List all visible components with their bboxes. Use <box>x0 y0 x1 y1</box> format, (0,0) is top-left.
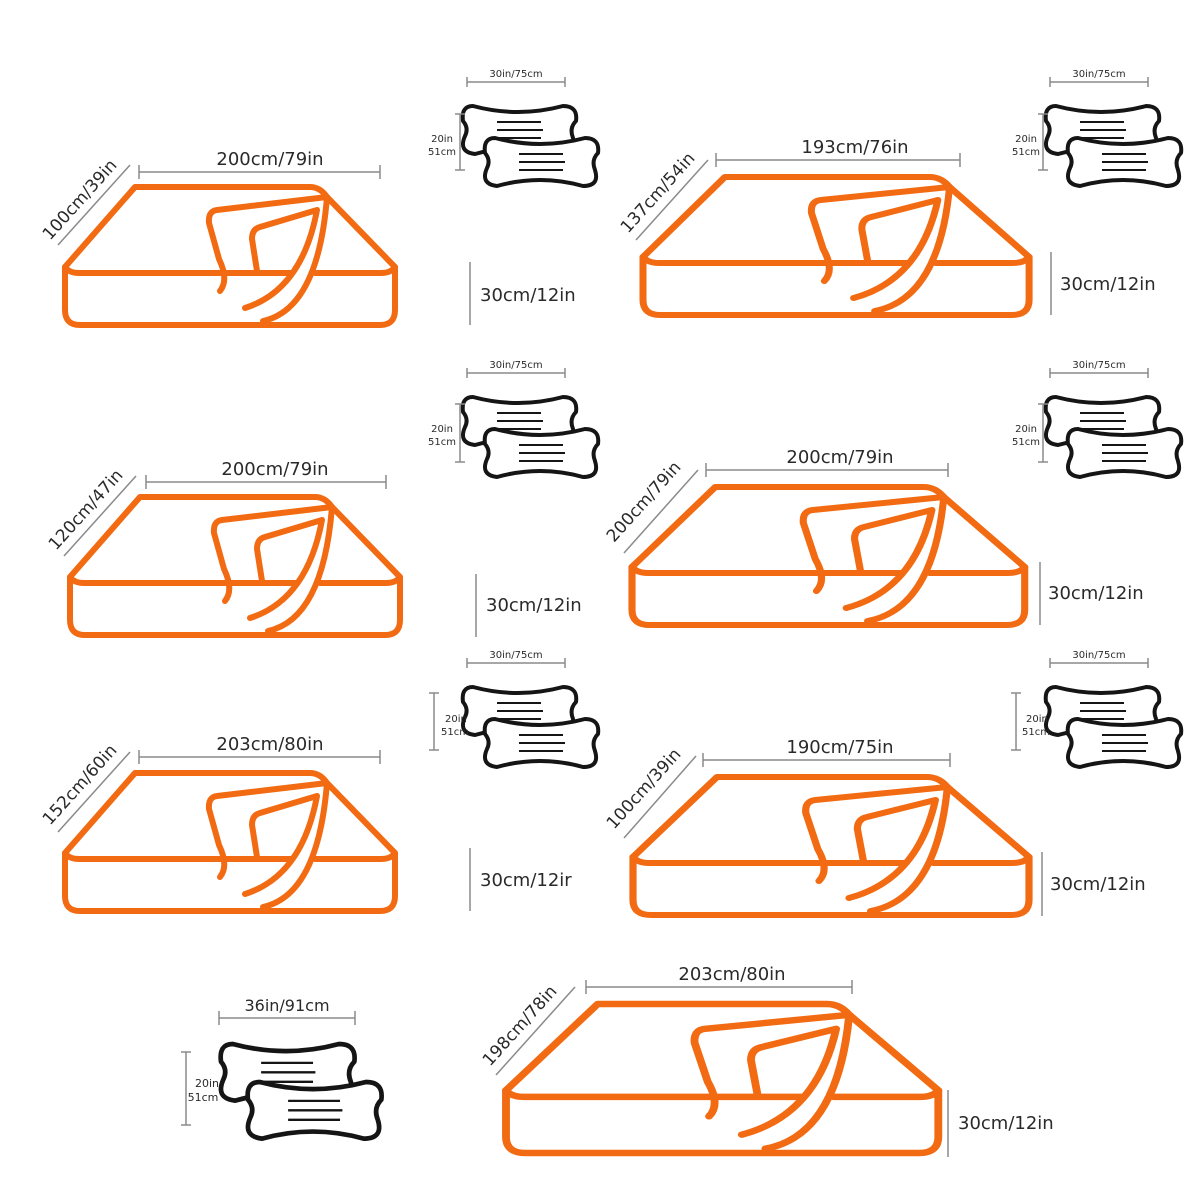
mattress-width-label: 203cm/80in <box>678 964 785 985</box>
mattress-drawing <box>632 487 1025 625</box>
pillow-height-label-cm: 51cm <box>441 727 469 738</box>
pillow-height-label-in: 20in <box>431 134 453 145</box>
mattress-height-label: 30cm/12in <box>958 1113 1054 1134</box>
depth-dimension-line <box>63 475 137 557</box>
pillow-width-label: 30in/75cm <box>1072 650 1125 661</box>
pillow-pair <box>460 104 601 188</box>
pillow-pair <box>1043 104 1184 188</box>
mattress-width-label: 203cm/80in <box>216 734 323 755</box>
mattress-width-label: 190cm/75in <box>786 737 893 758</box>
set-4: 200cm/79in 200cm/79in 30cm/12in 30in/75c… <box>603 360 1184 625</box>
mattress-drawing <box>65 773 395 911</box>
set-5: 203cm/80in 152cm/60in 30cm/12ir 30in/75c… <box>39 650 601 911</box>
mattress-width-label: 200cm/79in <box>216 149 323 170</box>
pillow-pair <box>460 395 601 479</box>
pillow-height-label-in: 20in <box>1015 134 1037 145</box>
mattress-height-label: 30cm/12in <box>480 285 576 306</box>
pillow-height-label-cm: 51cm <box>428 147 456 158</box>
depth-dimension-line <box>623 469 699 554</box>
pillow-width-label: 30in/75cm <box>489 360 542 371</box>
mattress-drawing <box>633 777 1029 915</box>
mattress-width-label: 200cm/79in <box>221 459 328 480</box>
set-3: 200cm/79in 120cm/47in 30cm/12in 30in/75c… <box>45 360 601 637</box>
pillow-height-label-in: 20in <box>1015 424 1037 435</box>
pillow-pair <box>221 1044 382 1139</box>
set-1: 200cm/79in 100cm/39in 30cm/12in 30in/75c… <box>39 69 601 325</box>
depth-dimension-line <box>495 986 576 1076</box>
pillow-width-label: 30in/75cm <box>1072 69 1125 80</box>
pillow-height-label-cm: 51cm <box>428 437 456 448</box>
pillow-width-label: 30in/75cm <box>1072 360 1125 371</box>
pillow-height-label-cm: 51cm <box>1022 727 1050 738</box>
mattress-width-label: 200cm/79in <box>786 447 893 468</box>
depth-dimension-line <box>57 164 131 246</box>
mattress-drawing <box>70 497 400 635</box>
pillow-height-label-cm: 51cm <box>1012 437 1040 448</box>
mattress-width-label: 193cm/76in <box>801 137 908 158</box>
pillow-height-label-in: 20in <box>431 424 453 435</box>
mattress-drawing <box>506 1004 938 1153</box>
depth-dimension-line <box>635 159 709 241</box>
pillow-height-label-in: 20in <box>445 714 467 725</box>
depth-dimension-line <box>623 755 697 839</box>
pillow-pair <box>460 685 601 769</box>
pillow-height-label-cm: 51cm <box>188 1091 219 1104</box>
mattress-height-label: 30cm/12in <box>1050 874 1146 895</box>
mattress-drawing <box>65 187 395 325</box>
set-2: 193cm/76in 137cm/54in 30cm/12in 30in/75c… <box>617 69 1184 315</box>
pillow-height-label-in: 20in <box>195 1077 219 1090</box>
mattress-height-label: 30cm/12in <box>1048 583 1144 604</box>
pillow-width-label: 30in/75cm <box>489 69 542 80</box>
pillow-pair <box>1043 395 1184 479</box>
pillow-height-label-cm: 51cm <box>1012 147 1040 158</box>
mattress-height-label: 30cm/12in <box>1060 274 1156 295</box>
set-6: 190cm/75in 100cm/39in 30cm/12in 30in/75c… <box>603 650 1184 916</box>
mattress-height-label: 30cm/12in <box>486 595 582 616</box>
depth-dimension-line <box>57 751 131 833</box>
set-7: 203cm/80in 198cm/78in 30cm/12in 36in/91c… <box>181 964 1054 1157</box>
pillow-pair <box>1043 685 1184 769</box>
mattress-height-label: 30cm/12ir <box>480 870 572 891</box>
mattress-drawing <box>643 177 1029 315</box>
pillow-height-label-in: 20in <box>1026 714 1048 725</box>
pillow-width-label: 30in/75cm <box>489 650 542 661</box>
pillow-width-label: 36in/91cm <box>244 996 329 1015</box>
